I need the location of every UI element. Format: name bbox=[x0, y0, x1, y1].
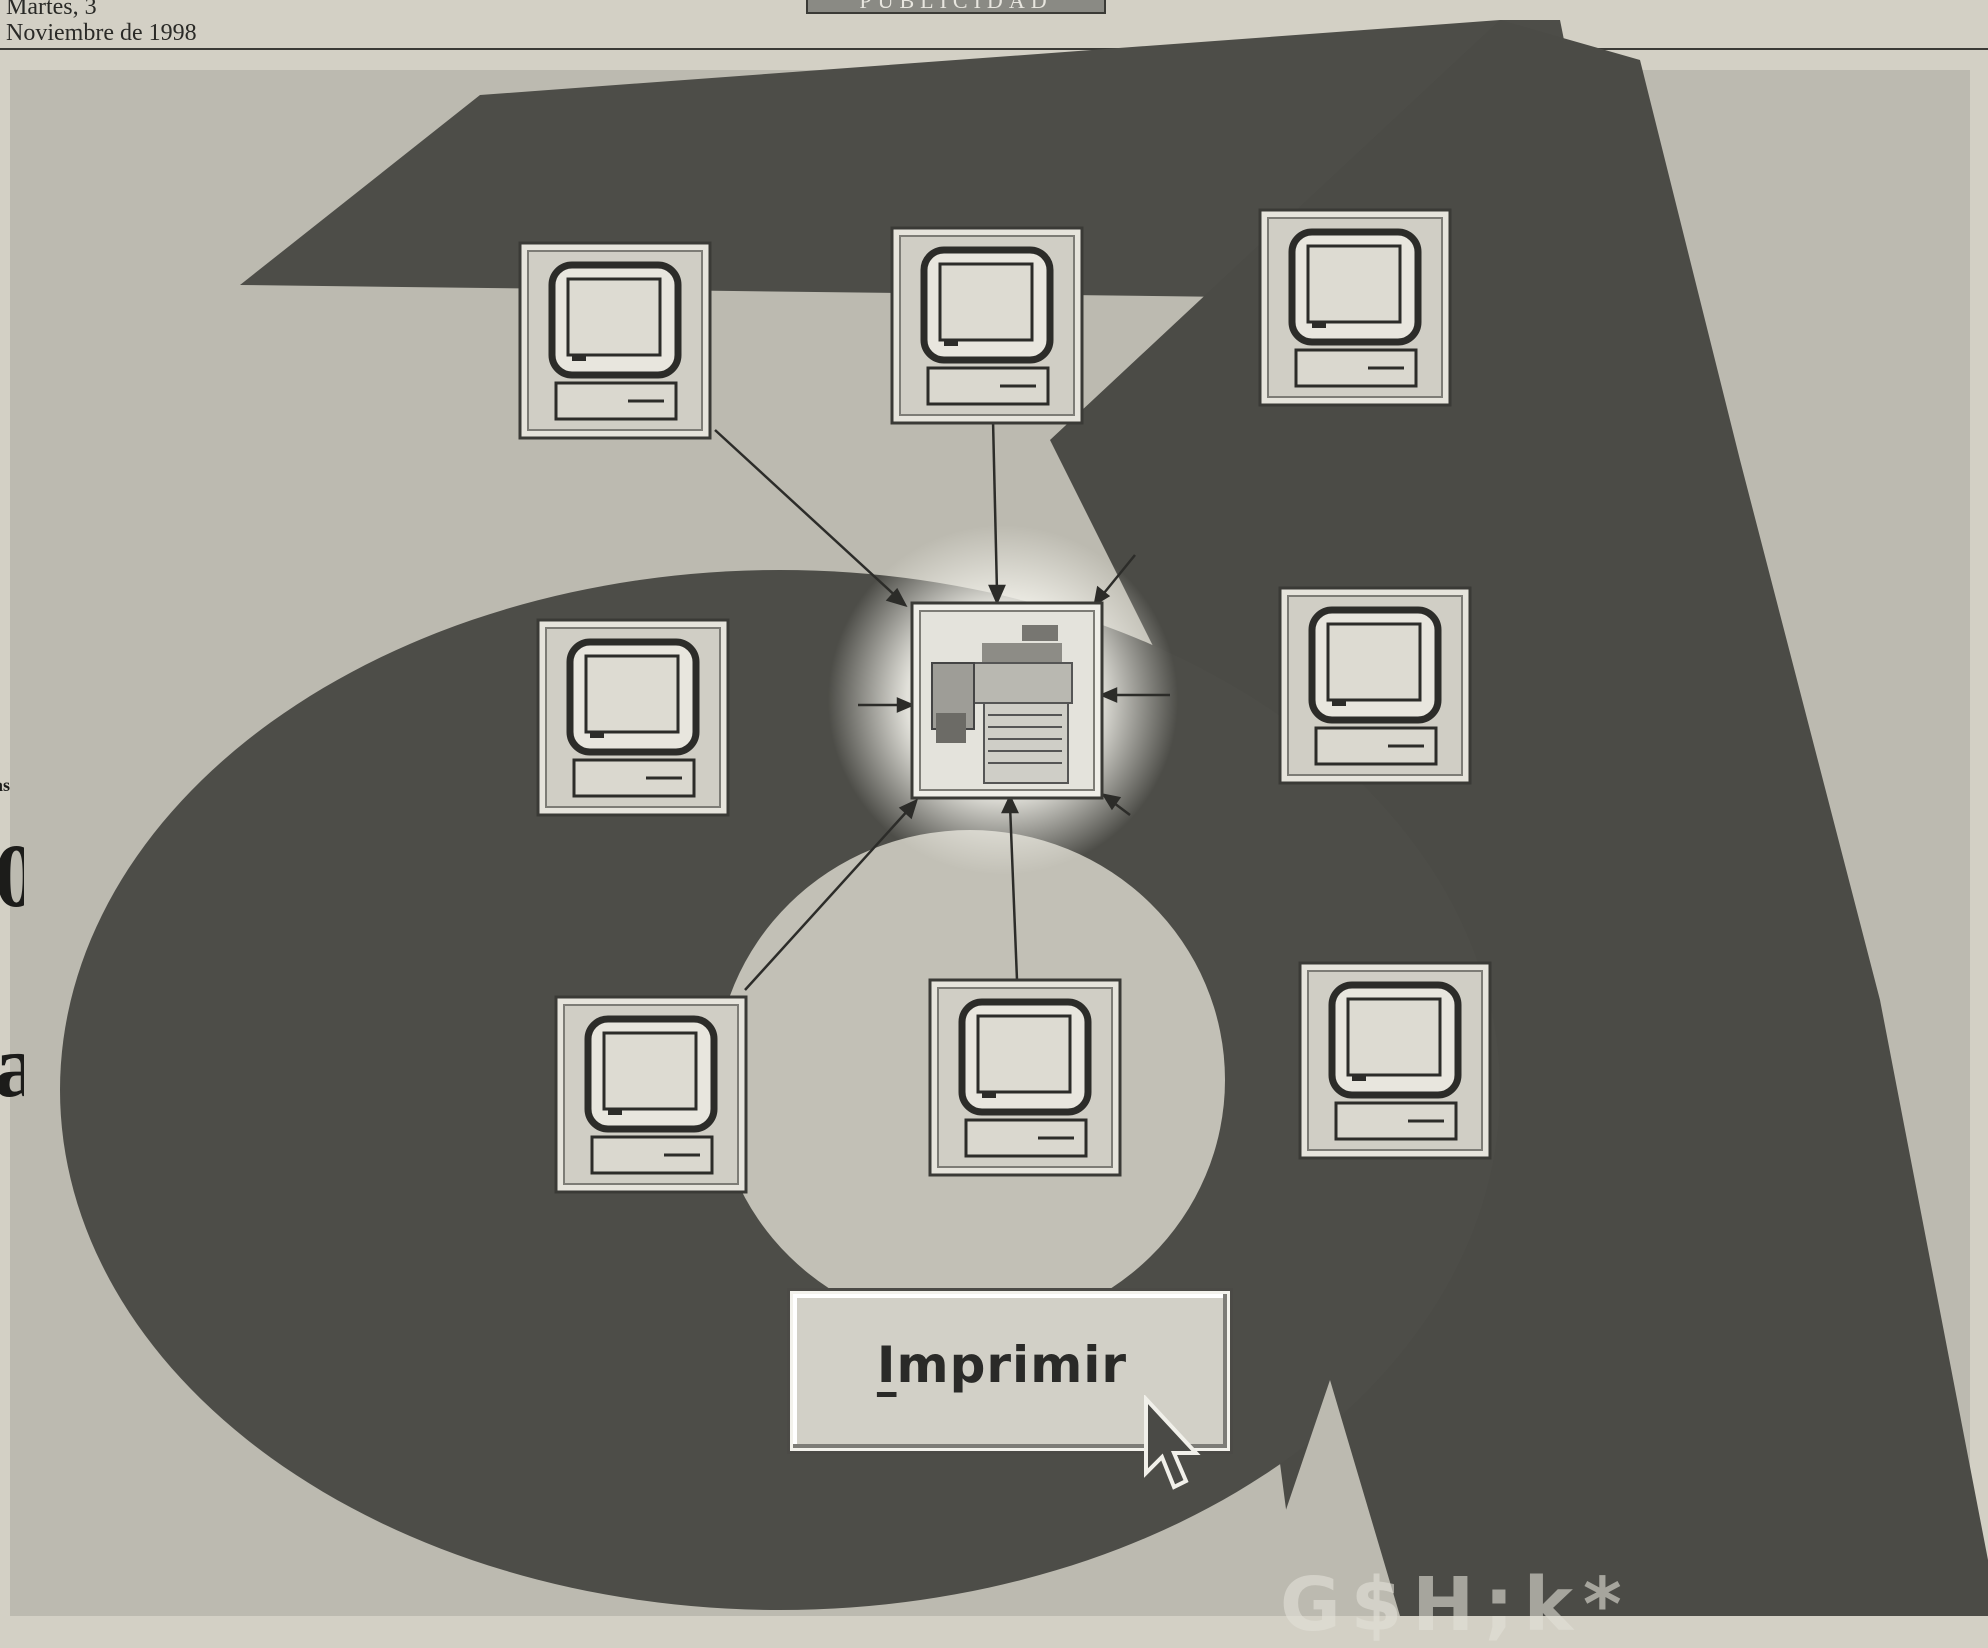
edge-text-big-2: a bbox=[0, 1015, 24, 1118]
adjacent-page-edge: as 0 a bbox=[0, 575, 24, 1605]
computer-icon bbox=[1300, 963, 1490, 1158]
arrow-cursor-icon bbox=[1140, 1395, 1210, 1505]
bottom-fragment-text: G$H;k* bbox=[1280, 1562, 1632, 1648]
computer-icon bbox=[1280, 588, 1470, 783]
computer-icon bbox=[538, 620, 728, 815]
computer-icon bbox=[892, 228, 1082, 423]
edge-text-small: as bbox=[0, 775, 10, 796]
computer-icon bbox=[556, 997, 746, 1192]
computer-icon bbox=[520, 243, 710, 438]
edge-text-big-1: 0 bbox=[0, 825, 24, 928]
print-button-label: Imprimir bbox=[877, 1336, 1127, 1394]
computer-icon bbox=[1260, 210, 1450, 405]
computer-icon bbox=[930, 980, 1120, 1175]
copier-printer-icon bbox=[912, 603, 1102, 798]
